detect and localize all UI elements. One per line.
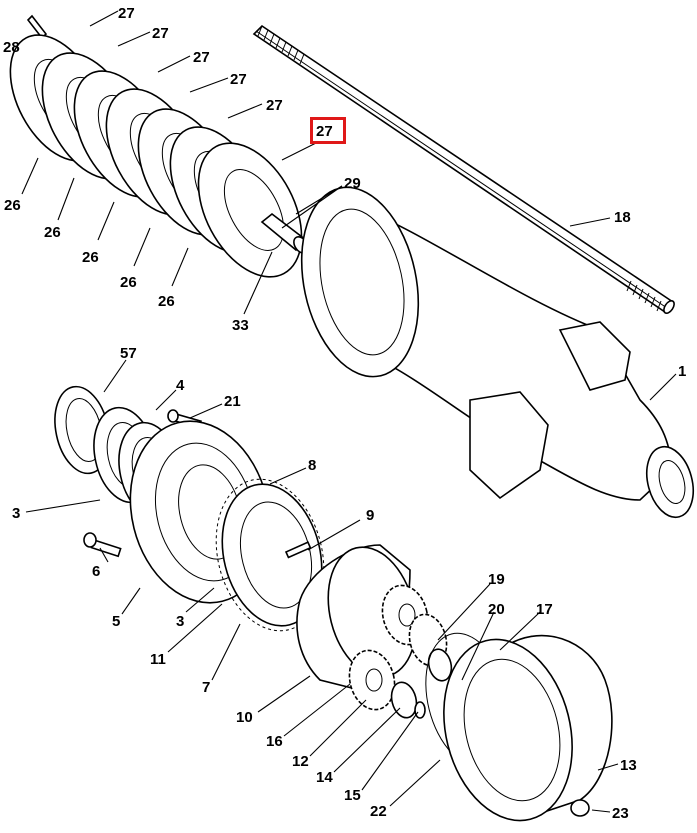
- callout-10: 10: [236, 709, 253, 726]
- callout-27: 27: [230, 71, 247, 88]
- leader-lines: [21, 10, 677, 813]
- callout-14: 14: [316, 769, 333, 786]
- callout-3: 3: [176, 613, 184, 630]
- needle-bearing: [427, 648, 453, 682]
- callout-27: 27: [118, 5, 135, 22]
- callout-27-highlighted: 27: [316, 123, 333, 140]
- callout-22: 22: [370, 803, 387, 820]
- callout-20: 20: [488, 601, 505, 618]
- callout-3: 3: [12, 505, 20, 522]
- highlight-box: [310, 117, 346, 144]
- callout-labels: 27 27 27 27 27 27 28 29 18 26 26 26 26 2…: [3, 5, 686, 822]
- callout-15: 15: [344, 787, 361, 804]
- callout-27: 27: [152, 25, 169, 42]
- callout-26: 26: [82, 249, 99, 266]
- callout-26: 26: [120, 274, 137, 291]
- callout-57: 57: [120, 345, 137, 362]
- callout-5: 5: [112, 613, 120, 630]
- callout-28: 28: [3, 39, 20, 56]
- callout-9: 9: [366, 507, 374, 524]
- callout-21: 21: [224, 393, 241, 410]
- axle-shaft: [252, 24, 675, 315]
- pin: [284, 541, 312, 559]
- callout-27: 27: [266, 97, 283, 114]
- callout-1: 1: [678, 363, 686, 380]
- brake-disc-highlighted: [197, 142, 303, 278]
- callout-26: 26: [158, 293, 175, 310]
- brake-disc-stack: [9, 34, 303, 278]
- callout-12: 12: [292, 753, 309, 770]
- callout-4: 4: [176, 377, 185, 394]
- callout-18: 18: [614, 209, 631, 226]
- callout-11: 11: [150, 651, 166, 668]
- callout-13: 13: [620, 757, 637, 774]
- planet-gear: [348, 649, 396, 711]
- callout-27: 27: [193, 49, 210, 66]
- planet-carrier: [296, 544, 417, 691]
- callout-8: 8: [308, 457, 316, 474]
- callout-33: 33: [232, 317, 249, 334]
- bolt: [83, 532, 122, 558]
- callout-23: 23: [612, 805, 629, 822]
- callout-7: 7: [202, 679, 210, 696]
- end-cover: [443, 634, 613, 822]
- callout-6: 6: [92, 563, 100, 580]
- pin: [26, 14, 48, 40]
- callout-19: 19: [488, 571, 505, 588]
- needle-bearing: [390, 681, 418, 719]
- callout-16: 16: [266, 733, 283, 750]
- callout-29: 29: [344, 175, 361, 192]
- callout-26: 26: [4, 197, 21, 214]
- axle-housing: [300, 186, 695, 519]
- callout-17: 17: [536, 601, 553, 618]
- callout-26: 26: [44, 224, 61, 241]
- drain-plug: [570, 799, 590, 817]
